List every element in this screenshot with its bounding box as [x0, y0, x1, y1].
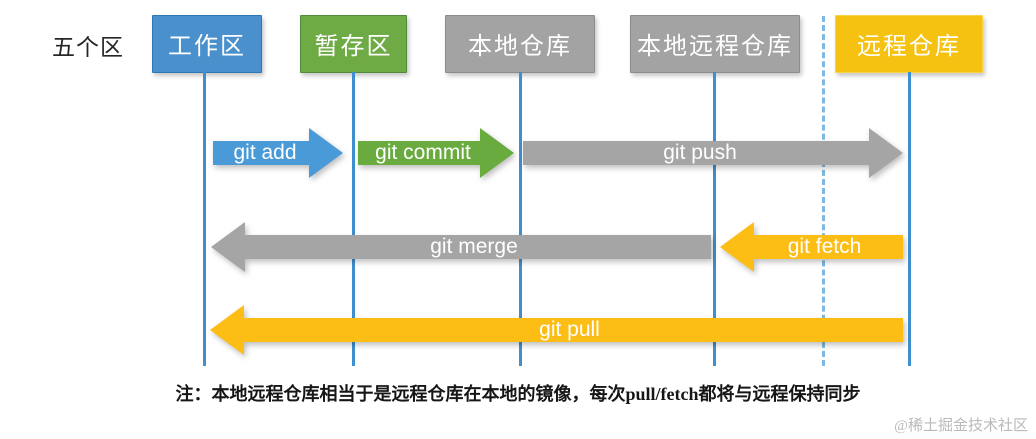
- lifeline-4: [713, 72, 716, 366]
- watermark: @稀土掘金技术社区: [894, 418, 1028, 434]
- arrow-git-add[interactable]: git add: [213, 128, 343, 178]
- zone-box-5[interactable]: 远程仓库: [835, 15, 983, 73]
- zone-box-label: 暂存区: [314, 32, 393, 60]
- zone-box-label: 远程仓库: [857, 32, 961, 60]
- lifeline-5: [908, 72, 911, 366]
- zone-box-label: 本地远程仓库: [637, 32, 793, 60]
- arrow-git-pull[interactable]: git pull: [210, 305, 903, 355]
- zone-box-2[interactable]: 暂存区: [300, 15, 407, 73]
- section-label: 五个区: [52, 35, 124, 60]
- lifeline-2: [352, 72, 355, 366]
- zone-box-label: 工作区: [168, 32, 246, 60]
- zone-box-label: 本地仓库: [468, 32, 572, 60]
- arrow-git-commit[interactable]: git commit: [358, 128, 514, 178]
- zone-box-4[interactable]: 本地远程仓库: [630, 15, 800, 73]
- arrow-shape-icon: [211, 222, 711, 272]
- zone-box-1[interactable]: 工作区: [152, 15, 262, 73]
- arrow-shape-icon: [720, 222, 903, 272]
- zone-box-3[interactable]: 本地仓库: [445, 15, 595, 73]
- arrow-shape-icon: [358, 128, 514, 178]
- arrow-git-fetch[interactable]: git fetch: [720, 222, 903, 272]
- arrow-shape-icon: [213, 128, 343, 178]
- arrow-shape-icon: [523, 128, 903, 178]
- footnote: 注：本地远程仓库相当于是远程仓库在本地的镜像，每次pull/fetch都将与远程…: [175, 384, 861, 404]
- lifeline-3: [519, 72, 522, 366]
- lifeline-1: [203, 72, 206, 366]
- arrow-git-push[interactable]: git push: [523, 128, 903, 178]
- arrow-git-merge[interactable]: git merge: [211, 222, 711, 272]
- arrow-shape-icon: [210, 305, 903, 355]
- local-remote-boundary-dashed-line: [822, 16, 825, 366]
